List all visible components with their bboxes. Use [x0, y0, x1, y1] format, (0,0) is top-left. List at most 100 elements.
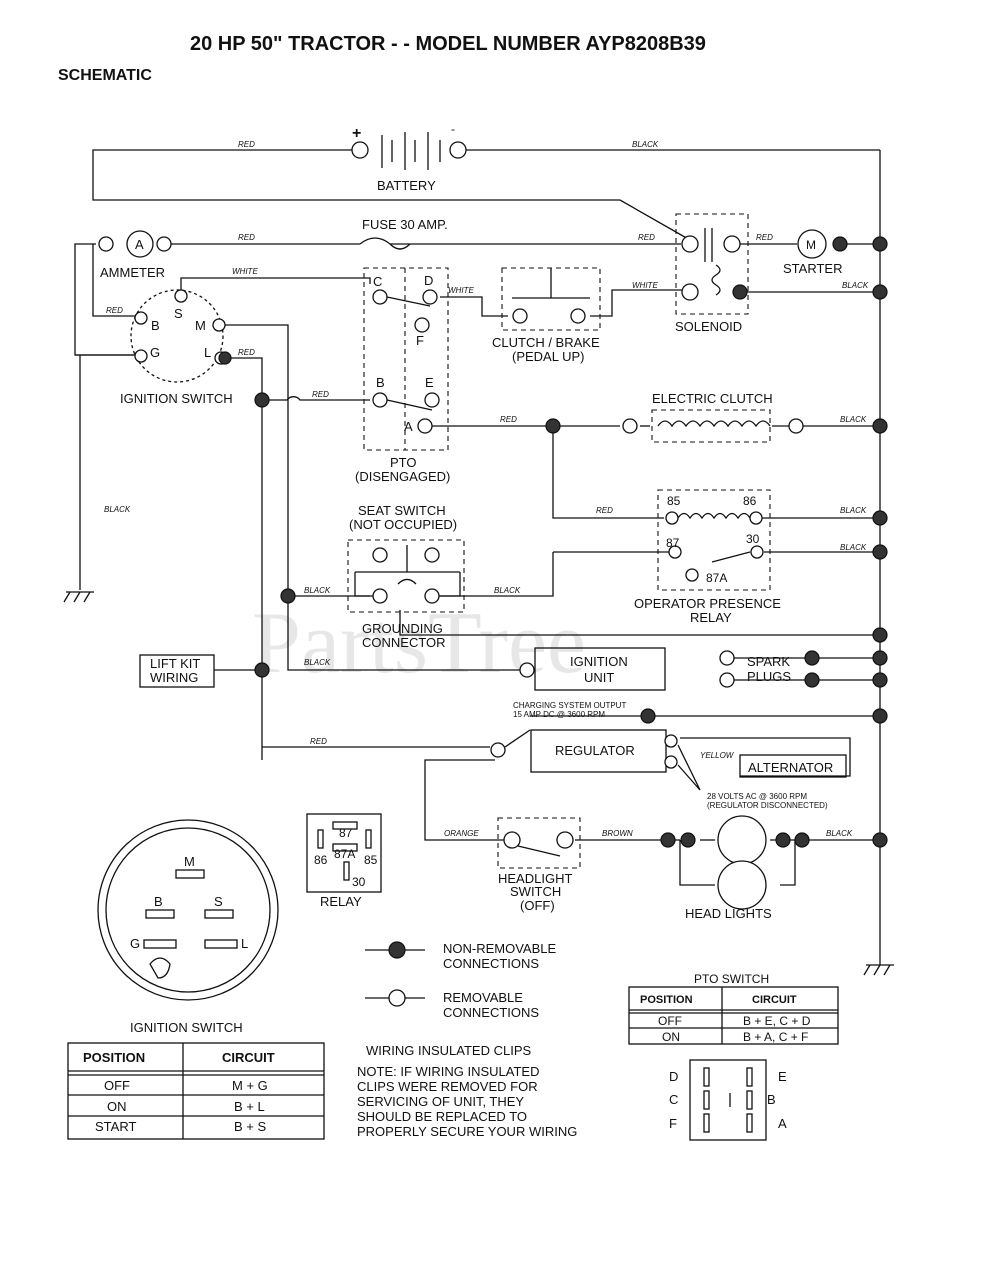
wire-label-black: BLACK — [826, 829, 853, 838]
pto-switch-table: PTO SWITCH POSITION CIRCUIT OFF B + E, C… — [628, 972, 839, 1045]
relay-pin-87: 87 — [339, 826, 353, 840]
ign-table-cell: ON — [107, 1099, 127, 1114]
wire-label-red: RED — [238, 140, 255, 149]
wire-label-red: RED — [500, 415, 517, 424]
lift-kit-sublabel: WIRING — [150, 670, 198, 685]
wire-label-black: BLACK — [840, 415, 867, 424]
page-title: 20 HP 50" TRACTOR - - MODEL NUMBER AYP82… — [190, 33, 706, 55]
ammeter-label: AMMETER — [100, 265, 165, 280]
relay-pin-86: 86 — [314, 853, 328, 867]
clutch-brake-label: CLUTCH / BRAKE — [492, 335, 600, 350]
ammeter: A AMMETER — [98, 230, 172, 280]
operator-relay-label: OPERATOR PRESENCE — [634, 596, 781, 611]
ignition-unit: IGNITION UNIT SPARK PLUGS — [519, 647, 820, 691]
wire-label-red: RED — [312, 390, 329, 399]
clutch-brake-sublabel: (PEDAL UP) — [512, 349, 584, 364]
head-lights-label: HEAD LIGHTS — [685, 906, 772, 921]
wire-label-orange: ORANGE — [444, 829, 479, 838]
lift-kit-label: LIFT KIT — [150, 656, 200, 671]
ign-table-cell: B + L — [234, 1099, 265, 1114]
pto-table-cell: ON — [662, 1030, 680, 1044]
wire-label-black: BLACK — [304, 658, 331, 667]
wire-label-red: RED — [106, 306, 123, 315]
pto-table-cell: B + A, C + F — [743, 1030, 808, 1044]
electric-clutch: ELECTRIC CLUTCH — [545, 391, 804, 443]
pto-sublabel: (DISENGAGED) — [355, 469, 450, 484]
pto-terminal-a: A — [404, 419, 413, 434]
pto-table-cell: B + E, C + D — [743, 1014, 811, 1028]
charging-note: CHARGING SYSTEM OUTPUT — [513, 701, 626, 710]
wire-label-white: WHITE — [448, 286, 474, 295]
wire-label-black: BLACK — [104, 505, 131, 514]
headlight-switch: HEADLIGHT SWITCH (OFF) — [497, 817, 581, 913]
headlight-switch-sublabel: SWITCH — [510, 884, 561, 899]
pto-terminal-d: D — [424, 273, 433, 288]
wire-label-yellow: YELLOW — [700, 751, 735, 760]
pto-connector-pin: D — [669, 1069, 678, 1084]
alternator-label: ALTERNATOR — [748, 760, 833, 775]
battery: + - BATTERY — [351, 122, 467, 193]
pto-connector-diagram: D C F E B A — [669, 1059, 787, 1141]
legend: NON-REMOVABLE CONNECTIONS REMOVABLE CONN… — [365, 941, 556, 1020]
wire-label-black: BLACK — [840, 543, 867, 552]
wire-label-red: RED — [310, 737, 327, 746]
headlight-switch-label: HEADLIGHT — [498, 871, 572, 886]
note-heading: WIRING INSULATED CLIPS — [366, 1043, 532, 1058]
legend-non-removable-symbol — [388, 941, 406, 959]
ign-inset-pin-g: G — [130, 936, 140, 951]
ground-bus-connections — [218, 236, 888, 848]
wire-label-black: BLACK — [842, 281, 869, 290]
legend-non-removable-2: CONNECTIONS — [443, 956, 539, 971]
relay-inset: 87 87A 86 85 30 RELAY — [306, 813, 382, 909]
legend-non-removable: NON-REMOVABLE — [443, 941, 556, 956]
ign-inset-pin-b: B — [154, 894, 163, 909]
ignition-unit-label: IGNITION — [570, 654, 628, 669]
wire-label-black: BLACK — [304, 586, 331, 595]
relay-terminal-86: 86 — [743, 494, 757, 508]
relay-pin-30: 30 — [352, 875, 366, 889]
solenoid-label: SOLENOID — [675, 319, 742, 334]
relay-terminal-30: 30 — [746, 532, 760, 546]
seat-switch-label: SEAT SWITCH — [358, 503, 446, 518]
head-lights: HEAD LIGHTS — [660, 815, 810, 921]
ign-terminal-m: M — [195, 318, 206, 333]
note-line: SHOULD BE REPLACED TO — [357, 1109, 527, 1124]
battery-label: BATTERY — [377, 178, 436, 193]
legend-removable: REMOVABLE — [443, 990, 523, 1005]
starter-symbol: M — [806, 238, 816, 252]
ign-table-cell: START — [95, 1119, 136, 1134]
ign-inset-pin-s: S — [214, 894, 223, 909]
grounding-connector-label: GROUNDING — [362, 621, 443, 636]
pto-table-header-circuit: CIRCUIT — [752, 994, 797, 1006]
ign-table-cell: B + S — [234, 1119, 266, 1134]
wire-label-white: WHITE — [632, 281, 658, 290]
wiring-note: WIRING INSULATED CLIPS NOTE: IF WIRING I… — [357, 1043, 577, 1139]
charging-note-2: 15 AMP DC @ 3600 RPM — [513, 710, 605, 719]
wire-label-red: RED — [238, 233, 255, 242]
solenoid: SOLENOID — [675, 213, 749, 334]
spark-plugs-sublabel: PLUGS — [747, 669, 791, 684]
ign-table-header-circuit: CIRCUIT — [222, 1050, 275, 1065]
ign-table-header-position: POSITION — [83, 1050, 145, 1065]
pto-table-header-position: POSITION — [640, 994, 693, 1006]
wire-color-labels: RED BLACK RED RED RED WHITE WHITE WHITE … — [104, 140, 869, 838]
regulator-label: REGULATOR — [555, 743, 635, 758]
ign-terminal-s: S — [174, 306, 183, 321]
ign-inset-pin-m: M — [184, 854, 195, 869]
relay-pin-85: 85 — [364, 853, 378, 867]
legend-removable-2: CONNECTIONS — [443, 1005, 539, 1020]
pto-connector-pin: E — [778, 1069, 787, 1084]
wiring — [63, 149, 894, 976]
ignition-position-table: POSITION CIRCUIT OFF M + G ON B + L STAR… — [67, 1042, 325, 1140]
ammeter-symbol: A — [135, 237, 144, 252]
electric-clutch-label: ELECTRIC CLUTCH — [652, 391, 773, 406]
wire-label-red: RED — [756, 233, 773, 242]
fuse-label: FUSE 30 AMP. — [362, 217, 448, 232]
pto-connector-pin: C — [669, 1092, 678, 1107]
relay-terminal-85: 85 — [667, 494, 681, 508]
ignition-switch-inset: M B S G L IGNITION SWITCH — [97, 819, 279, 1035]
relay-terminal-87: 87 — [666, 536, 680, 550]
pto-connector-pin: B — [767, 1092, 776, 1107]
alternator-note: 28 VOLTS AC @ 3600 RPM — [707, 792, 807, 801]
